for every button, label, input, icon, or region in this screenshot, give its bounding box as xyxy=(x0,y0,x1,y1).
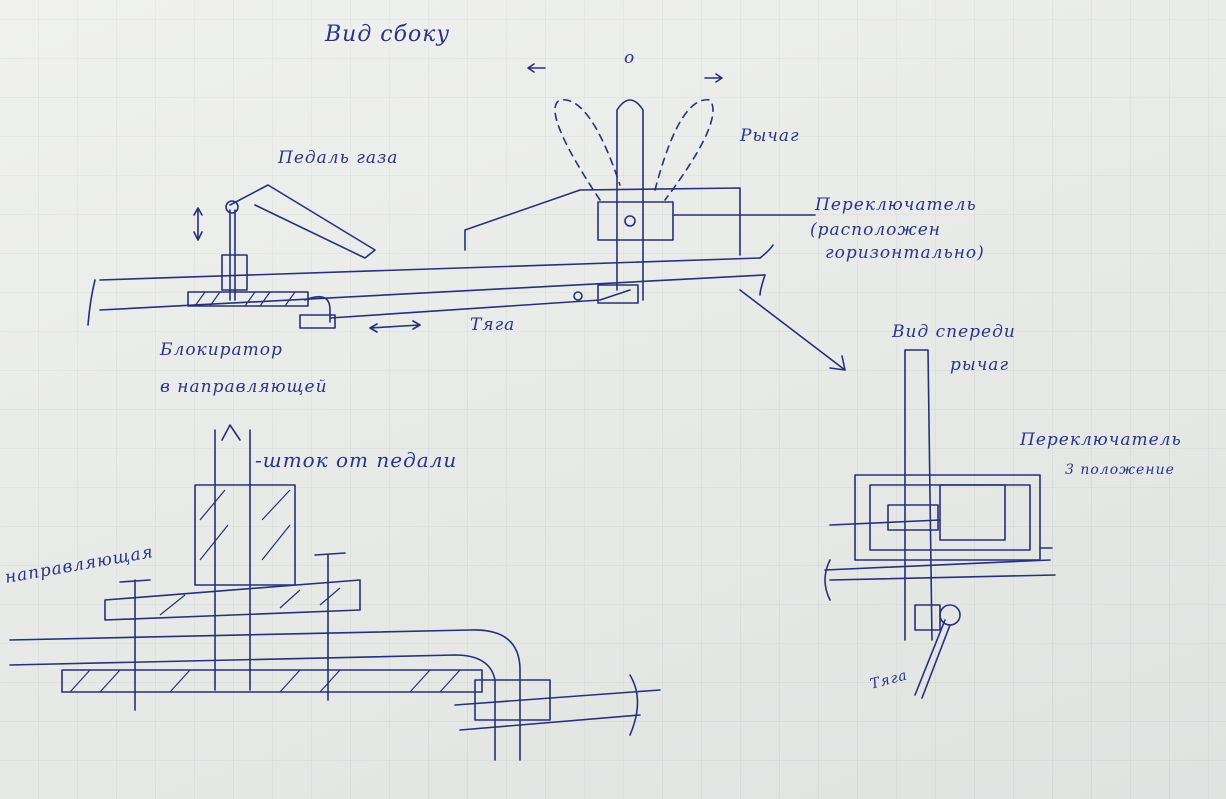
blocker-label-line1: Блокиратор xyxy=(160,340,283,360)
guide-section-detail xyxy=(9,424,661,761)
front-lever-label: рычаг xyxy=(950,355,1010,375)
side-view-guide xyxy=(87,184,846,371)
side-view-lever xyxy=(527,63,723,301)
front-switch-label-line2: 3 положение xyxy=(1065,462,1175,478)
front-switch-label-line1: Переключатель xyxy=(1020,430,1182,450)
gas-pedal-label: Педаль газа xyxy=(278,148,399,168)
rod-label: Тяга xyxy=(470,315,516,335)
front-view-title: Вид спереди xyxy=(892,322,1016,342)
lever-label: Рычаг xyxy=(740,126,800,146)
side-view-title: Вид сбоку xyxy=(325,22,451,47)
switch-note-line3: горизонтально) xyxy=(825,243,985,263)
switch-note-line1: Переключатель xyxy=(815,195,977,215)
neutral-position-mark: о xyxy=(624,48,636,68)
side-view-switch xyxy=(464,187,816,256)
switch-note-line2: (расположен xyxy=(810,220,941,240)
blocker-label-line2: в направляющей xyxy=(160,377,328,397)
front-view-detail xyxy=(824,349,1056,699)
pedal-rod-label: -шток от педали xyxy=(255,448,458,472)
